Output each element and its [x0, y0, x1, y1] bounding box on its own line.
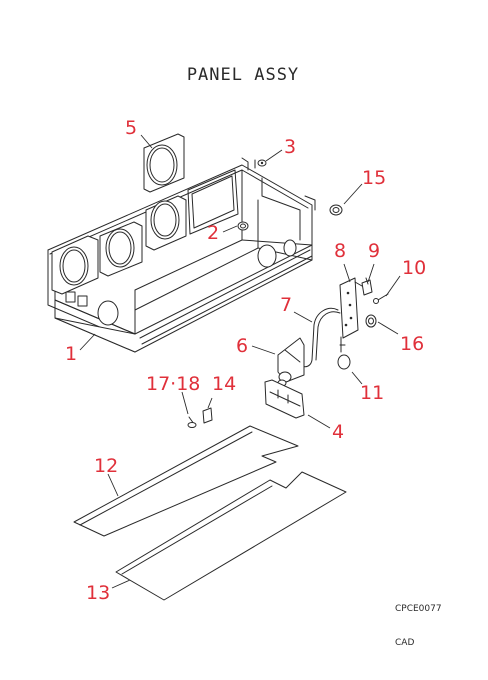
part-2-grommet	[237, 221, 249, 231]
part-10-screw	[373, 293, 389, 304]
part-1-cabinet	[47, 157, 316, 353]
part-12-insulation-sheet	[73, 425, 299, 537]
duct-collar-left	[51, 235, 99, 295]
callout-8: 8	[334, 240, 346, 262]
callout-17-18: 17·18	[146, 373, 200, 395]
callout-16: 16	[400, 333, 424, 355]
part-6-bracket	[277, 337, 305, 387]
part-8-terminal-plate	[339, 277, 363, 339]
leader-lines	[79, 134, 401, 589]
part-5-duct-collar	[143, 133, 185, 193]
drawing-code: CPCE0077	[395, 604, 442, 614]
callout-labels: 1 2 3 4 5 6 7 8 9 10 11 12 13 14 15 16 1…	[65, 117, 426, 604]
callout-11: 11	[360, 382, 384, 404]
callout-12: 12	[94, 455, 118, 477]
callout-5: 5	[125, 117, 137, 139]
part-4-plate	[264, 379, 305, 419]
part-14-clip	[202, 407, 213, 424]
callout-2: 2	[207, 222, 219, 244]
part-16-bushing	[365, 314, 377, 328]
callout-13: 13	[86, 582, 110, 604]
part-15-bushing	[329, 204, 343, 216]
diagram-title: PANEL ASSY	[187, 65, 299, 85]
part-7-cable	[301, 307, 341, 368]
part-11-thermistor	[337, 336, 351, 370]
part-3-nut	[257, 159, 267, 167]
duct-collar-mid-left	[99, 221, 143, 277]
part-17-18-fastener	[187, 416, 197, 428]
callout-14: 14	[212, 373, 236, 395]
callout-15: 15	[362, 167, 386, 189]
callout-10: 10	[402, 257, 426, 279]
callout-1: 1	[65, 343, 77, 365]
part-9-clip	[361, 277, 373, 296]
callout-3: 3	[284, 136, 296, 158]
callout-9: 9	[368, 240, 380, 262]
duct-collar-mid-right	[145, 195, 187, 251]
part-13-bottom-sheet	[115, 471, 347, 601]
callout-7: 7	[280, 294, 292, 316]
callout-6: 6	[236, 335, 248, 357]
footer-cad: CAD	[395, 638, 414, 648]
callout-4: 4	[332, 421, 344, 443]
